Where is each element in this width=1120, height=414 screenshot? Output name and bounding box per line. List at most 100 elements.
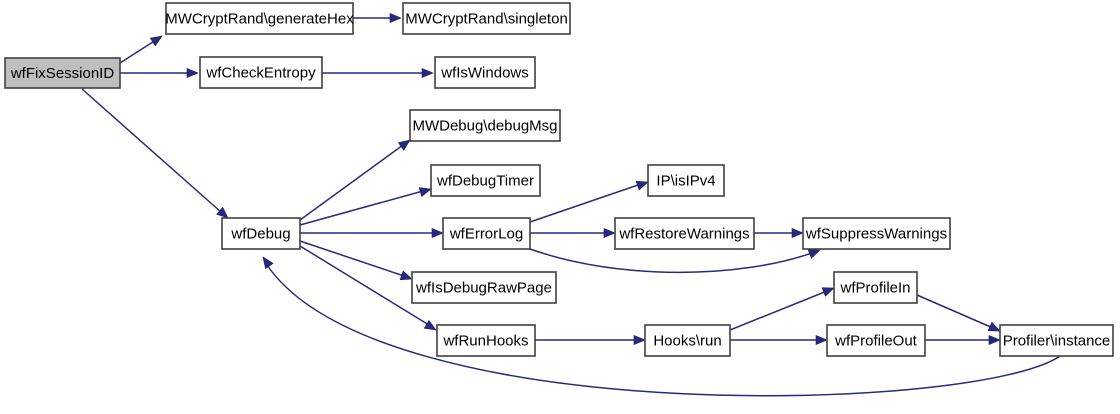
arrowhead-icon: [431, 227, 444, 239]
graph-node-Hooks_run[interactable]: Hooks\run: [644, 324, 731, 357]
edge-Hooks_run-to-wfProfileOut: [730, 334, 828, 346]
node-box[interactable]: [199, 56, 323, 89]
edge-wfErrorLog-to-wfRestoreWarnings: [530, 227, 616, 239]
graph-node-MWCryptRand_generateHex[interactable]: MWCryptRand\generateHex: [165, 2, 354, 35]
graph-node-wfFixSessionID[interactable]: wfFixSessionID: [4, 57, 121, 89]
edge-wfFixSessionID-to-MWCryptRand_generateHex: [119, 35, 163, 64]
arrowhead-icon: [815, 334, 828, 346]
node-label: wfSuppressWarnings: [805, 225, 947, 242]
edge-wfErrorLog-to-IP_isIPv4: [529, 180, 649, 223]
node-label: wfErrorLog: [449, 225, 523, 242]
edge-line: [299, 240, 405, 277]
edge-wfProfileOut-to-Profiler_instance: [925, 334, 1001, 346]
edge-line: [299, 190, 424, 226]
edge-wfProfileIn-to-Profiler_instance: [916, 294, 1001, 332]
graph-node-wfCheckEntropy[interactable]: wfCheckEntropy: [199, 56, 323, 89]
arrowhead-icon: [262, 256, 274, 270]
node-box[interactable]: [647, 164, 725, 197]
node-label: wfDebug: [230, 225, 290, 242]
node-box[interactable]: [436, 324, 536, 357]
edge-wfFixSessionID-to-wfDebug: [81, 88, 229, 219]
node-label: wfFixSessionID: [10, 65, 115, 82]
edge-wfRunHooks-to-Hooks_run: [535, 334, 646, 346]
node-box[interactable]: [999, 324, 1114, 357]
graph-node-wfErrorLog[interactable]: wfErrorLog: [442, 217, 531, 250]
graph-node-wfRestoreWarnings[interactable]: wfRestoreWarnings: [614, 217, 755, 250]
node-box[interactable]: [644, 324, 731, 357]
node-box[interactable]: [442, 217, 531, 250]
edge-wfDebug-to-wfDebugTimer: [299, 187, 432, 226]
node-label: wfCheckEntropy: [205, 64, 316, 81]
edge-line: [119, 39, 157, 64]
graph-node-wfRunHooks[interactable]: wfRunHooks: [436, 324, 536, 357]
edge-line: [81, 88, 222, 213]
arrowhead-icon: [791, 227, 804, 239]
edge-line: [299, 144, 404, 221]
graph-node-MWDebug_debugMsg[interactable]: MWDebug\debugMsg: [409, 109, 561, 142]
edge-wfFixSessionID-to-wfCheckEntropy: [120, 67, 199, 79]
node-box[interactable]: [221, 217, 301, 250]
arrowhead-icon: [423, 319, 437, 331]
node-box[interactable]: [430, 164, 541, 197]
node-label: MWDebug\debugMsg: [412, 117, 557, 134]
node-label: MWCryptRand\singleton: [405, 10, 568, 27]
edge-line: [529, 183, 642, 223]
edge-line: [729, 290, 828, 331]
node-label: wfIsDebugRawPage: [415, 279, 552, 296]
node-box[interactable]: [409, 109, 561, 142]
arrowhead-icon: [807, 249, 821, 259]
graph-node-wfIsDebugRawPage[interactable]: wfIsDebugRawPage: [411, 271, 557, 304]
arrowhead-icon: [397, 139, 411, 151]
edge-wfCheckEntropy-to-wfIsWindows: [322, 67, 434, 79]
arrowhead-icon: [216, 206, 229, 219]
graph-node-MWCryptRand_singleton[interactable]: MWCryptRand\singleton: [402, 2, 571, 35]
edge-MWCryptRand_generateHex-to-MWCryptRand_singleton: [353, 12, 402, 24]
node-box[interactable]: [4, 57, 121, 89]
node-box[interactable]: [165, 2, 354, 35]
edge-wfDebug-to-MWDebug_debugMsg: [299, 139, 411, 221]
graph-node-wfProfileIn[interactable]: wfProfileIn: [833, 271, 918, 304]
node-box[interactable]: [614, 217, 755, 250]
graph-node-wfDebug[interactable]: wfDebug: [221, 217, 301, 250]
edge-wfDebug-to-wfErrorLog: [300, 227, 444, 239]
edge-line: [299, 245, 430, 326]
arrowhead-icon: [186, 67, 199, 79]
arrowhead-icon: [987, 321, 1001, 332]
graph-node-wfIsWindows[interactable]: wfIsWindows: [434, 56, 536, 89]
arrowhead-icon: [635, 180, 649, 191]
edge-wfRestoreWarnings-to-wfSuppressWarnings: [754, 227, 804, 239]
graph-node-wfDebugTimer[interactable]: wfDebugTimer: [430, 164, 541, 197]
arrowhead-icon: [149, 35, 163, 47]
arrowhead-icon: [418, 187, 432, 197]
node-label: wfIsWindows: [440, 64, 529, 81]
graph-node-Profiler_instance[interactable]: Profiler\instance: [999, 324, 1114, 357]
node-label: MWCryptRand\generateHex: [165, 10, 354, 27]
node-box[interactable]: [802, 217, 951, 250]
graph-node-wfSuppressWarnings[interactable]: wfSuppressWarnings: [802, 217, 951, 250]
arrowhead-icon: [633, 334, 646, 346]
node-label: wfRestoreWarnings: [618, 225, 749, 242]
node-layer: wfFixSessionID MWCryptRand\generateHex MWC…: [4, 2, 1114, 357]
edge-Profiler_instance-to-wfDebug: [262, 256, 1061, 397]
node-box[interactable]: [833, 271, 918, 304]
edge-Hooks_run-to-wfProfileIn: [729, 287, 835, 331]
node-box[interactable]: [434, 56, 536, 89]
edge-wfDebug-to-wfIsDebugRawPage: [299, 240, 413, 281]
edge-layer: [81, 12, 1061, 397]
arrowhead-icon: [603, 227, 616, 239]
node-label: Profiler\instance: [1003, 332, 1111, 349]
graph-node-IP_isIPv4[interactable]: IP\isIPv4: [647, 164, 725, 197]
arrowhead-icon: [988, 334, 1001, 346]
node-label: Hooks\run: [653, 332, 721, 349]
graph-node-wfProfileOut[interactable]: wfProfileOut: [826, 324, 926, 357]
node-label: wfRunHooks: [442, 332, 528, 349]
node-label: wfDebugTimer: [436, 172, 534, 189]
node-box[interactable]: [411, 271, 557, 304]
arrowhead-icon: [421, 67, 434, 79]
node-box[interactable]: [402, 2, 571, 35]
node-box[interactable]: [826, 324, 926, 357]
node-label: wfProfileIn: [839, 279, 910, 296]
edge-line: [529, 248, 813, 274]
